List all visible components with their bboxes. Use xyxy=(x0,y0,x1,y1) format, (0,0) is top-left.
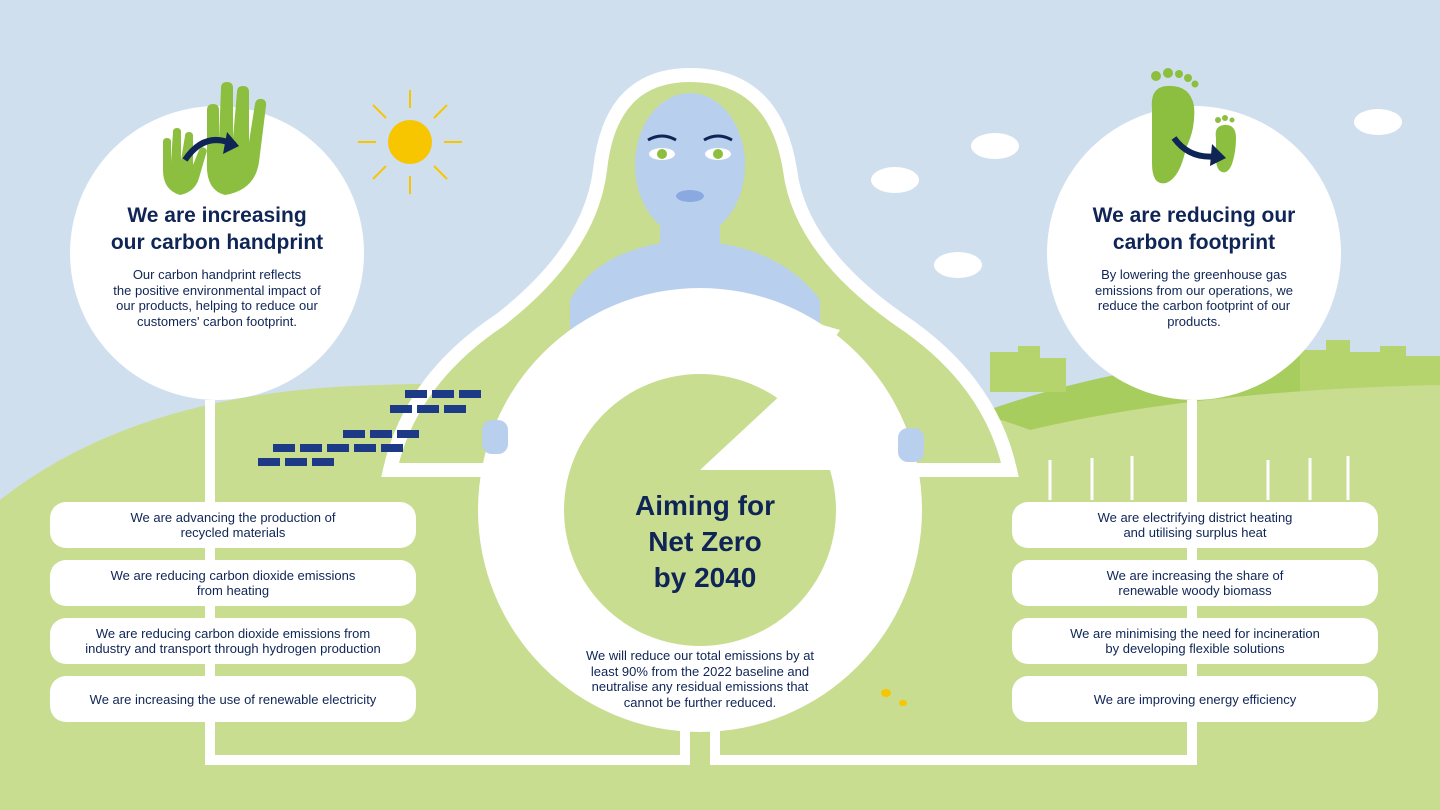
handprint-item: We are reducing carbon dioxide emissions… xyxy=(50,618,416,664)
footprint-item: We are electrifying district heating and… xyxy=(1012,502,1378,548)
sun-icon xyxy=(358,90,462,194)
net-zero-description: We will reduce our total emissions by at… xyxy=(585,648,815,710)
woman-hands xyxy=(482,420,924,462)
footprint-item: We are increasing the share of renewable… xyxy=(1012,560,1378,606)
handprint-item: We are increasing the use of renewable e… xyxy=(50,676,416,722)
footprint-item: We are improving energy efficiency xyxy=(1012,676,1378,722)
woman-eyes xyxy=(647,134,733,160)
woman-face xyxy=(635,93,745,237)
solar-panel-icon xyxy=(258,390,481,466)
handprint-description: Our carbon handprint reflects the positi… xyxy=(113,267,321,329)
footprint-icon xyxy=(1151,68,1236,184)
net-zero-headline: Aiming for Net Zero by 2040 xyxy=(635,490,775,593)
city-skyline-icon xyxy=(990,340,1440,392)
hand-icon xyxy=(163,82,267,195)
footprint-item: We are minimising the need for incinerat… xyxy=(1012,618,1378,664)
ring-notch xyxy=(700,340,860,470)
handprint-item: We are advancing the production of recyc… xyxy=(50,502,416,548)
wind-turbine-icon xyxy=(1048,456,1350,500)
footprint-title: We are reducing our carbon footprint xyxy=(1092,204,1296,254)
handprint-item: We are reducing carbon dioxide emissions… xyxy=(50,560,416,606)
woman-lips xyxy=(676,190,704,202)
footprint-description: By lowering the greenhouse gas emissions… xyxy=(1095,267,1293,329)
bee-icon xyxy=(881,689,907,706)
handprint-title: We are increasing our carbon handprint xyxy=(110,204,324,254)
cloud-icon xyxy=(871,109,1402,278)
